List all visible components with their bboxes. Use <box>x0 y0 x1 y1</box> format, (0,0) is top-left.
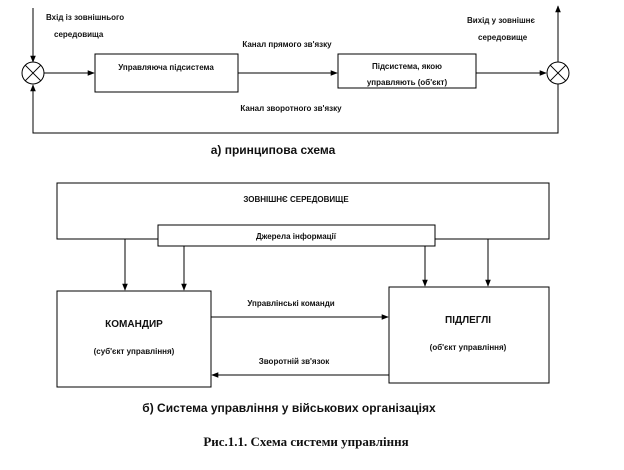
figure-caption: Рис.1.1. Схема системи управління <box>203 434 408 449</box>
commander-box <box>56 290 212 388</box>
controlled-subsystem-box <box>337 53 477 89</box>
right-summing-junction <box>546 61 570 85</box>
output-label-line2: середовище <box>478 33 528 42</box>
direct-channel-label: Канал прямого зв'язку <box>242 40 332 49</box>
commander-label: КОМАНДИР <box>105 319 163 330</box>
info-sources-label: Джерела інформації <box>256 232 337 241</box>
control-subsystem-label: Управляюча підсистема <box>118 63 214 72</box>
feedback-channel-label: Канал зворотного зв'язку <box>240 104 342 113</box>
part-b-caption: б) Система управління у військових орган… <box>142 401 436 415</box>
commander-role-label: (суб'єкт управління) <box>94 347 175 356</box>
info-sources-box <box>157 224 436 247</box>
control-subsystem-box <box>94 53 239 93</box>
part-a-schematic: Вхід із зовнішнього середовища Управляюч… <box>21 5 570 157</box>
feedback-label: Зворотній зв'язок <box>259 357 331 366</box>
subordinates-box <box>388 286 550 384</box>
commands-label: Управлінські команди <box>247 299 334 308</box>
controlled-subsystem-label-line2: управляють (об'єкт) <box>367 78 448 87</box>
subordinates-role-label: (об'єкт управління) <box>430 343 507 352</box>
input-label-line2: середовища <box>54 30 104 39</box>
output-label-line1: Вихід у зовнішнє <box>467 16 535 25</box>
input-label-line1: Вхід із зовнішнього <box>46 13 124 22</box>
controlled-subsystem-label-line1: Підсистема, якою <box>372 62 442 71</box>
part-a-caption: а) принципова схема <box>211 143 336 157</box>
left-summing-junction <box>21 61 45 85</box>
environment-label: ЗОВНІШНЄ СЕРЕДОВИЩЕ <box>243 195 349 204</box>
feedback-loop-arrow <box>30 84 559 134</box>
subordinates-label: ПІДЛЕГЛІ <box>445 315 491 326</box>
part-b-military-system: ЗОВНІШНЄ СЕРЕДОВИЩЕ Джерела інформації К… <box>56 182 550 415</box>
